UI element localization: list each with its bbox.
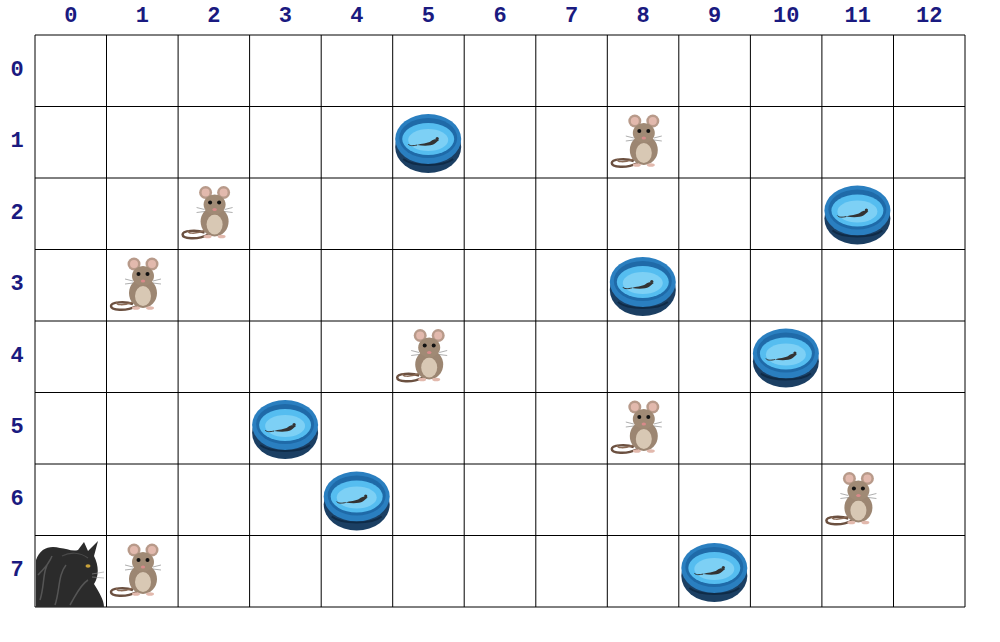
column-number: 8 bbox=[636, 6, 649, 28]
column-number: 12 bbox=[916, 6, 942, 28]
cat bbox=[36, 541, 104, 607]
mouse bbox=[111, 258, 161, 310]
water-bowl bbox=[753, 329, 819, 388]
column-number: 11 bbox=[844, 6, 870, 28]
water-bowl bbox=[324, 472, 390, 531]
grid-lines bbox=[35, 35, 965, 607]
mouse bbox=[397, 329, 447, 381]
bowls bbox=[252, 114, 890, 602]
mouse bbox=[612, 115, 662, 167]
row-number: 7 bbox=[10, 560, 23, 582]
row-number: 0 bbox=[10, 60, 23, 82]
row-number: 3 bbox=[10, 274, 23, 296]
water-bowl bbox=[824, 186, 890, 245]
column-number: 5 bbox=[422, 6, 435, 28]
water-bowl bbox=[610, 257, 676, 316]
column-number: 0 bbox=[64, 6, 77, 28]
column-number: 10 bbox=[773, 6, 799, 28]
mice bbox=[111, 115, 876, 596]
column-number: 9 bbox=[708, 6, 721, 28]
water-bowl bbox=[395, 114, 461, 173]
water-bowl bbox=[681, 543, 747, 602]
water-bowl bbox=[252, 400, 318, 459]
row-number: 4 bbox=[10, 346, 23, 368]
mouse bbox=[183, 186, 233, 238]
column-number: 7 bbox=[565, 6, 578, 28]
column-number: 3 bbox=[279, 6, 292, 28]
mouse bbox=[111, 544, 161, 596]
row-number: 2 bbox=[10, 203, 23, 225]
mouse bbox=[612, 401, 662, 453]
column-number: 2 bbox=[207, 6, 220, 28]
column-number: 6 bbox=[493, 6, 506, 28]
column-number: 1 bbox=[136, 6, 149, 28]
row-number: 1 bbox=[10, 131, 23, 153]
row-number: 5 bbox=[10, 417, 23, 439]
row-number: 6 bbox=[10, 489, 23, 511]
mouse bbox=[826, 472, 876, 524]
column-number: 4 bbox=[350, 6, 363, 28]
